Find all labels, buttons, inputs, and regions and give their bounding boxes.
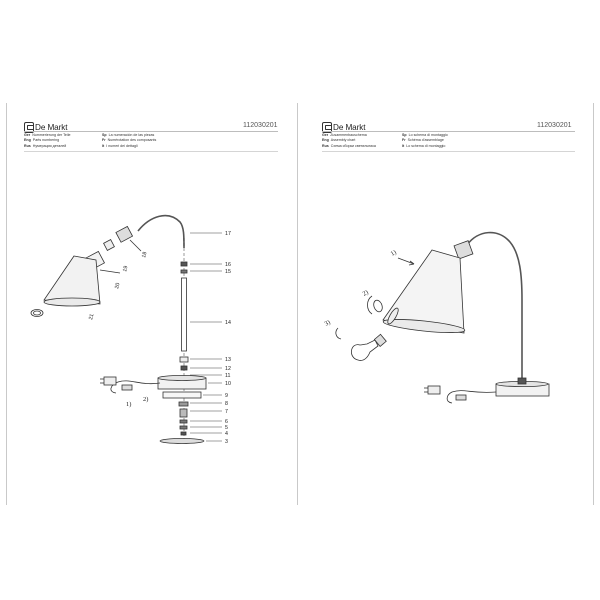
power-cable bbox=[110, 380, 161, 394]
gooseneck-arm bbox=[137, 214, 185, 249]
step-label: 1) bbox=[390, 249, 398, 258]
step-1-arrow bbox=[397, 257, 415, 265]
part-label: 21 bbox=[88, 313, 95, 320]
part-label: 18 bbox=[141, 251, 148, 258]
step-2-ring bbox=[373, 299, 383, 313]
part-label: 20 bbox=[114, 282, 121, 289]
part-label: 14 bbox=[225, 320, 231, 326]
plug bbox=[103, 376, 117, 386]
part-label: 10 bbox=[225, 381, 231, 387]
base-top bbox=[157, 375, 207, 381]
left-page-left-border bbox=[6, 103, 7, 505]
assembled-gooseneck bbox=[466, 231, 523, 380]
part-4 bbox=[180, 431, 187, 436]
leader-line bbox=[99, 269, 121, 274]
shade-rim bbox=[43, 297, 101, 307]
page-divider bbox=[297, 103, 298, 505]
right-brand-name: De Markt bbox=[333, 123, 366, 132]
part-label: 13 bbox=[225, 357, 231, 363]
part-label: 9 bbox=[225, 393, 228, 399]
part-14-tube bbox=[181, 277, 187, 352]
step-2-sleeve bbox=[387, 307, 399, 325]
part-15-washer bbox=[180, 269, 188, 274]
step-label: 3) bbox=[324, 319, 332, 328]
right-product-code: 112030201 bbox=[537, 122, 572, 129]
brand-logo-icon bbox=[24, 122, 34, 133]
part-19-socket-ring bbox=[103, 239, 115, 251]
part-9-plate bbox=[162, 391, 202, 399]
leader-line bbox=[129, 239, 142, 252]
part-13-connector bbox=[179, 356, 189, 363]
part-3-base-plate bbox=[159, 438, 205, 444]
part-5 bbox=[179, 425, 188, 430]
part-16-nut bbox=[180, 261, 188, 267]
part-label: 7 bbox=[225, 409, 228, 415]
left-header-underline bbox=[24, 151, 278, 152]
part-label: 12 bbox=[225, 366, 231, 372]
step-label: 2) bbox=[362, 289, 370, 298]
assembled-cable bbox=[446, 390, 497, 404]
assembled-shade-rim bbox=[382, 319, 466, 333]
shade-ring-part bbox=[30, 309, 44, 317]
left-header-rule bbox=[24, 131, 278, 132]
part-label: 4 bbox=[225, 431, 228, 437]
part-label: 8 bbox=[225, 401, 228, 407]
part-label: 11 bbox=[225, 373, 231, 379]
assembled-shade bbox=[382, 249, 465, 334]
part-6 bbox=[179, 419, 188, 424]
shade-ring-inner bbox=[33, 310, 41, 316]
part-21-shade bbox=[43, 255, 101, 305]
switch bbox=[121, 384, 133, 391]
step-2-rotate-arrow bbox=[367, 295, 373, 315]
part-label: 19 bbox=[122, 265, 129, 272]
right-header-rule bbox=[322, 131, 575, 132]
step-3-rotate-arrow bbox=[335, 327, 342, 340]
left-brand-logo: De Markt bbox=[24, 122, 68, 133]
left-product-code: 112030201 bbox=[243, 122, 278, 129]
step-3-bulb bbox=[351, 339, 379, 361]
part-label: 6 bbox=[225, 419, 228, 425]
bulb-base bbox=[373, 333, 387, 347]
part-12-nut bbox=[180, 365, 188, 371]
assembled-socket bbox=[453, 240, 474, 260]
drawing-stroke bbox=[408, 260, 415, 266]
part-18-socket-holder bbox=[115, 225, 134, 243]
part-label: 3 bbox=[225, 439, 228, 445]
right-page-right-border bbox=[593, 103, 594, 505]
brand-logo-icon bbox=[322, 122, 332, 133]
part-7 bbox=[179, 408, 188, 418]
left-brand-name: De Markt bbox=[35, 123, 68, 132]
part-label: 15 bbox=[225, 269, 231, 275]
assembled-base-collar bbox=[517, 377, 527, 385]
part-label: 16 bbox=[225, 262, 231, 268]
assembled-switch bbox=[455, 394, 467, 401]
step-label: 1) bbox=[126, 401, 131, 408]
part-label: 17 bbox=[225, 231, 231, 237]
part-label: 5 bbox=[225, 425, 228, 431]
step-label: 2) bbox=[143, 396, 148, 403]
part-8 bbox=[178, 401, 189, 407]
right-brand-logo: De Markt bbox=[322, 122, 366, 133]
assembled-plug bbox=[427, 385, 441, 395]
right-header-underline bbox=[322, 151, 575, 152]
